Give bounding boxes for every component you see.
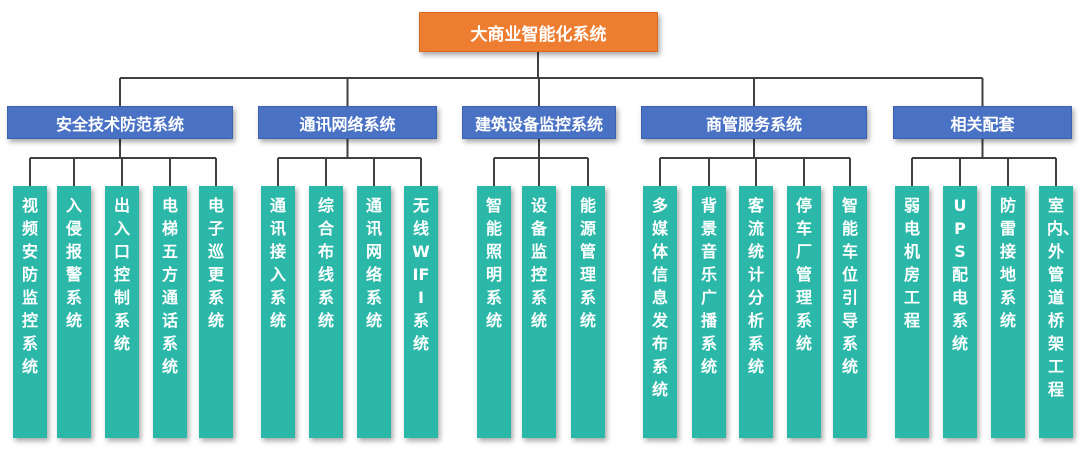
leaf-label: 电梯五方通话系统 [161, 196, 178, 376]
leaf-node: 智能车位引导系统 [833, 186, 867, 438]
leaf-node: 停车厂管理系统 [787, 186, 821, 438]
leaf-node: 视频安防监控系统 [13, 186, 47, 438]
leaf-label: 通讯接入系统 [269, 196, 286, 330]
leaf-label: 弱电机房工程 [903, 196, 920, 330]
leaf-node: 能源管理系统 [571, 186, 605, 438]
leaf-node: 多媒体信息发布系统 [643, 186, 677, 438]
leaf-label: 室内、外管道桥架工程 [1047, 196, 1080, 399]
leaf-node: 通讯接入系统 [261, 186, 295, 438]
leaf-label: 综合布线系统 [317, 196, 334, 330]
category-node: 相关配套 [893, 106, 1072, 139]
leaf-label: 入侵报警系统 [65, 196, 82, 330]
category-node: 安全技术防范系统 [7, 106, 233, 139]
leaf-node: 电梯五方通话系统 [153, 186, 187, 438]
leaf-node: 智能照明系统 [477, 186, 511, 438]
leaf-node: 无线WIFI系统 [404, 186, 438, 438]
leaf-node: 出入口控制系统 [105, 186, 139, 438]
category-node: 商管服务系统 [641, 106, 867, 139]
leaf-label: 无线WIFI系统 [412, 196, 430, 353]
leaf-label: 电子巡更系统 [207, 196, 224, 330]
leaf-label: 停车厂管理系统 [795, 196, 812, 353]
leaf-label: 设备监控系统 [530, 196, 547, 330]
leaf-node: 室内、外管道桥架工程 [1039, 186, 1080, 438]
leaf-node: 防雷接地系统 [991, 186, 1025, 438]
category-node: 通讯网络系统 [258, 106, 437, 139]
leaf-node: 客流统计分析系统 [739, 186, 773, 438]
leaf-label: UPS配电系统 [951, 196, 968, 353]
leaf-node: 电子巡更系统 [199, 186, 233, 438]
root-node: 大商业智能化系统 [419, 12, 658, 52]
leaf-label: 客流统计分析系统 [747, 196, 764, 376]
leaf-label: 出入口控制系统 [113, 196, 130, 353]
leaf-node: 通讯网络系统 [357, 186, 391, 438]
leaf-label: 防雷接地系统 [999, 196, 1016, 330]
leaf-node: 入侵报警系统 [57, 186, 91, 438]
leaf-label: 背景音乐广播系统 [700, 196, 717, 376]
leaf-node: 弱电机房工程 [895, 186, 929, 438]
leaf-label: 通讯网络系统 [365, 196, 382, 330]
leaf-node: 综合布线系统 [309, 186, 343, 438]
leaf-label: 多媒体信息发布系统 [651, 196, 668, 399]
leaf-node: 背景音乐广播系统 [692, 186, 726, 438]
leaf-node: UPS配电系统 [943, 186, 977, 438]
leaf-label: 视频安防监控系统 [21, 196, 38, 376]
leaf-label: 智能车位引导系统 [841, 196, 858, 376]
leaf-node: 设备监控系统 [522, 186, 556, 438]
leaf-label: 智能照明系统 [485, 196, 502, 330]
category-node: 建筑设备监控系统 [462, 106, 616, 139]
leaf-label: 能源管理系统 [579, 196, 596, 330]
